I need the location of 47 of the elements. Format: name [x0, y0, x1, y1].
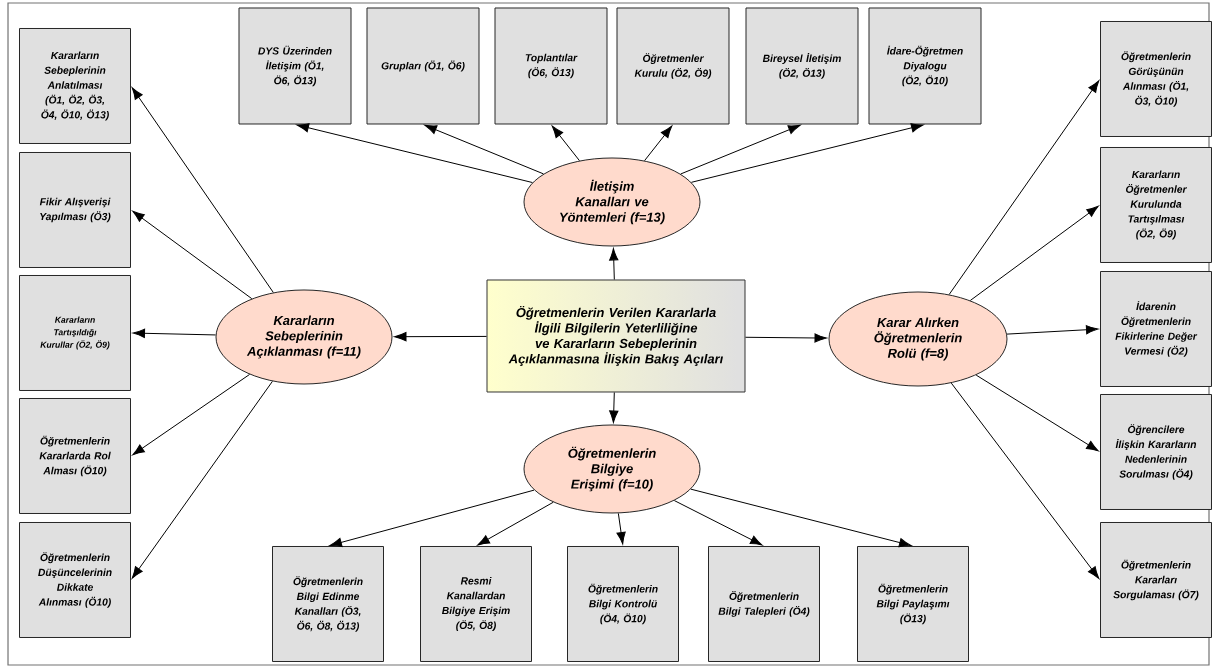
arrow	[616, 512, 626, 545]
code-box: Fikir Alışverişi Yapılması (Ö3)	[19, 152, 131, 268]
arrow	[329, 489, 535, 547]
code-box: Öğretmenlerin Bilgi Talepleri (Ö4)	[708, 546, 820, 662]
arrow	[132, 210, 253, 300]
code-box: Öğretmenlerin Düşüncelerinin Dikkate Alınması (Ö10)	[19, 522, 131, 638]
code-box: Bireysel İletişim (Ö2, Ö13)	[745, 7, 859, 125]
arrow	[950, 382, 1100, 579]
code-box: Öğretmenlerin Görüşünün Alınması (Ö1, Ö3, Ö10)	[1100, 21, 1212, 137]
arrow	[296, 123, 533, 184]
topic-box: Öğretmenlerin Verilen Kararlarla İlgili Bilgilerin Yeterliliğine ve Kararların Sebeplerinin Açıklanmasına İlişkin Bakış Açıları	[486, 279, 746, 393]
code-box: Grupları (Ö1, Ö6)	[366, 7, 480, 125]
code-box: İdare-Öğretmen Diyalogu (Ö2, Ö10)	[868, 7, 982, 125]
arrow	[551, 125, 580, 162]
code-box: Öğretmenlerin Bilgi Edinme Kanalları (Ö3, Ö6, Ö8, Ö13)	[272, 546, 384, 662]
arrow	[477, 501, 554, 546]
code-box: Toplantılar (Ö6, Ö13)	[494, 7, 608, 125]
arrow	[690, 123, 924, 183]
arrow	[745, 333, 827, 343]
code-box: DYS Üzerinden İletişim (Ö1, Ö6, Ö13)	[238, 7, 352, 125]
code-box: Öğretmenler Kurulu (Ö2, Ö9)	[616, 7, 730, 125]
code-box: Öğretmenlerin Kararları Sorgulaması (Ö7)	[1100, 522, 1212, 638]
arrow	[680, 124, 801, 175]
arrow	[394, 332, 487, 342]
arrow	[131, 380, 273, 579]
code-box: İdarenin Öğretmenlerin Fikirlerine Değer Vermesi (Ö2)	[1100, 271, 1212, 387]
arrow	[131, 87, 274, 293]
code-box: Öğrencilere İlişkin Kararların Nedenlerinin Sorulması (Ö4)	[1100, 394, 1212, 510]
arrow	[975, 374, 1099, 452]
arrow	[644, 125, 673, 162]
arrow	[948, 80, 1100, 295]
arrow	[132, 373, 251, 456]
code-box: Kararların Sebeplerinin Anlatılması (Ö1, Ö2, Ö3, Ö4, Ö10, Ö13)	[19, 28, 131, 144]
arrow	[609, 248, 619, 280]
arrow	[969, 205, 1099, 301]
code-box: Öğretmenlerin Bilgi Kontrolü (Ö4, Ö10)	[567, 546, 679, 662]
arrow	[690, 488, 912, 548]
code-box: Öğretmenlerin Kararlarda Rol Alması (Ö10)	[19, 398, 131, 514]
code-box: Öğretmenlerin Bilgi Paylaşımı (Ö13)	[857, 546, 969, 662]
code-box: Resmi Kanallardan Bilgiye Erişim (Ö5, Ö8)	[420, 546, 532, 662]
arrow	[1006, 325, 1099, 335]
arrow	[609, 392, 619, 423]
code-box: Kararların Öğretmenler Kurulunda Tartışılması (Ö2, Ö9)	[1100, 147, 1212, 263]
arrow	[132, 328, 217, 338]
arrow	[673, 500, 763, 546]
arrow	[424, 124, 544, 175]
code-box: Kararların Tartışıldığı Kurullar (Ö2, Ö9)	[19, 275, 131, 391]
